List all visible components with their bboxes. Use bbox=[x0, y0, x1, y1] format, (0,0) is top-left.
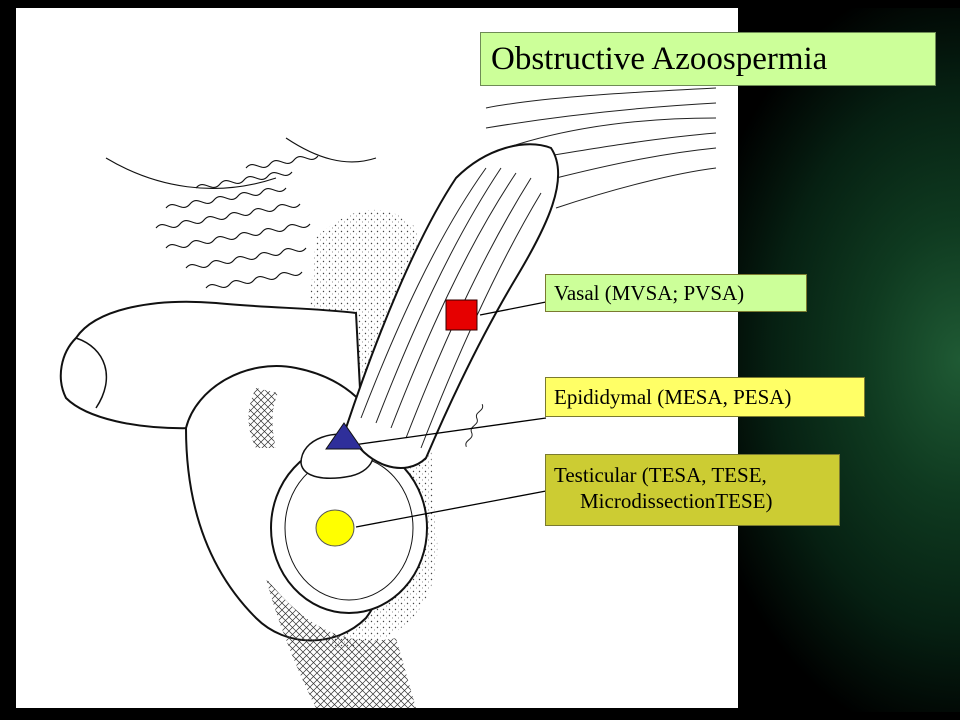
vasal-marker-square bbox=[445, 299, 478, 331]
epididymal-marker-triangle bbox=[325, 422, 363, 450]
label-vasal: Vasal (MVSA; PVSA) bbox=[545, 274, 807, 312]
slide-title: Obstructive Azoospermia bbox=[480, 32, 936, 86]
green-background bbox=[736, 8, 960, 712]
fascia-lines bbox=[485, 87, 717, 209]
illustration-panel bbox=[16, 8, 738, 708]
anatomy-illustration bbox=[59, 87, 717, 708]
leader-line-testicular bbox=[355, 490, 547, 528]
label-epididymal-text: Epididymal (MESA, PESA) bbox=[554, 385, 792, 409]
leader-line-epididymal bbox=[345, 417, 547, 447]
leader-line-vasal bbox=[479, 301, 547, 316]
testicular-marker-circle bbox=[315, 509, 355, 547]
hair-texture bbox=[105, 137, 377, 289]
label-testicular-line2: MicrodissectionTESE) bbox=[580, 489, 773, 513]
label-vasal-text: Vasal (MVSA; PVSA) bbox=[554, 281, 745, 305]
label-testicular: Testicular (TESA, TESE, MicrodissectionT… bbox=[545, 454, 840, 526]
hatch-shading bbox=[266, 578, 416, 708]
label-epididymal: Epididymal (MESA, PESA) bbox=[545, 377, 865, 417]
label-testicular-line1: Testicular (TESA, TESE, bbox=[554, 463, 767, 487]
